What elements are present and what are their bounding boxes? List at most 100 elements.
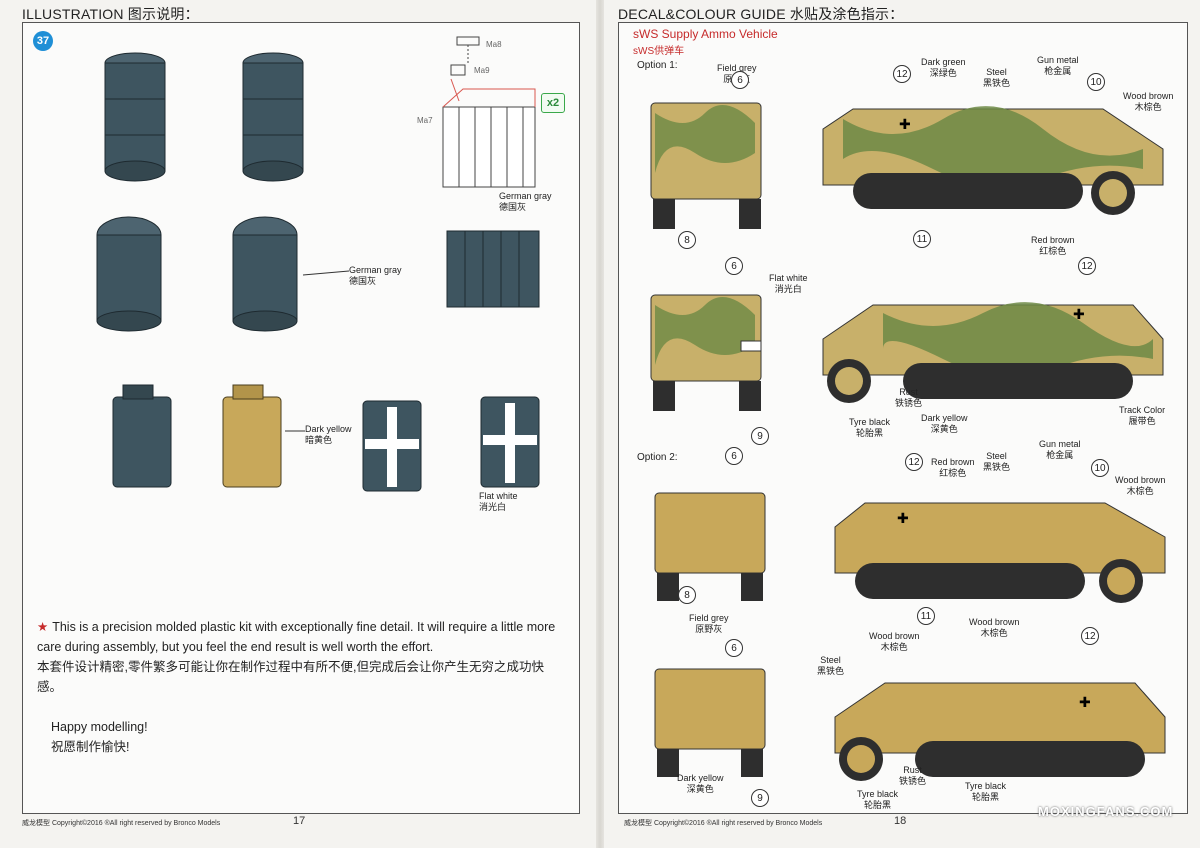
jerrycan-cross-illustration	[362, 400, 422, 492]
callout-flat-white: Flat white 消光白	[479, 491, 518, 513]
label-field-grey-2: Field grey 原野灰	[689, 613, 729, 635]
label-wood-brown-3: Wood brown 木棕色	[869, 631, 919, 653]
color-zh: 木棕色	[980, 628, 1008, 638]
jerrycan-illustration	[112, 384, 172, 488]
callout-en: Flat white	[479, 491, 518, 501]
vehicle-rear-view-yellow	[654, 668, 766, 777]
color-zh: 铁锈色	[899, 776, 927, 786]
part-label-ma7: Ma7	[417, 116, 433, 125]
label-tyre-black-2: Tyre black 轮胎黑	[857, 789, 898, 811]
color-zh: 枪金属	[1044, 66, 1072, 76]
oil-drum-illustration	[104, 52, 166, 182]
label-rust-1: Rust 铁锈色	[895, 387, 922, 409]
decal-10: 10	[1087, 73, 1105, 91]
happy-modelling: Happy modelling! 祝愿制作愉快!	[51, 717, 148, 757]
color-zh: 轮胎黑	[972, 792, 1000, 802]
color-zh: 深黄色	[686, 784, 714, 794]
color-zh: 轮胎黑	[864, 800, 892, 810]
page-number: 17	[293, 815, 306, 827]
color-zh: 履带色	[1128, 416, 1156, 426]
leader-line	[302, 270, 350, 276]
label-tyre-black-3: Tyre black 轮胎黑	[965, 781, 1006, 803]
svg-text:✚: ✚	[1073, 307, 1085, 323]
color-en: Red brown	[931, 457, 975, 467]
label-wood-brown-1: Wood brown 木棕色	[1123, 91, 1173, 113]
jerrycan-rack-illustration	[442, 36, 536, 188]
vehicle-front-view-yellow	[654, 492, 766, 601]
label-dark-yellow-2: Dark yellow 深黄色	[677, 773, 724, 795]
svg-text:✚: ✚	[899, 117, 911, 133]
decal-12-opt2: 12	[905, 453, 923, 471]
color-zh: 红棕色	[939, 468, 967, 478]
color-en: Dark yellow	[921, 413, 968, 423]
color-zh: 木棕色	[1126, 486, 1154, 496]
vehicle-side-view-camo-left: ✚	[822, 302, 1164, 403]
label-wood-brown-4: Wood brown 木棕色	[969, 617, 1019, 639]
color-en: Steel	[820, 655, 841, 665]
note-en: This is a precision molded plastic kit w…	[37, 620, 556, 654]
leader-line	[285, 430, 305, 432]
label-gun-metal-2: Gun metal 枪金属	[1039, 439, 1081, 461]
decal-12-opt2-b: 12	[1081, 627, 1099, 645]
decal-6-opt2: 6	[725, 447, 743, 465]
color-en: Steel	[986, 451, 1007, 461]
vehicle-side-view-yellow-left: ✚	[834, 682, 1166, 781]
vehicle-title-zh: sWS供弹车	[633, 46, 685, 57]
label-flat-white: Flat white 消光白	[769, 273, 808, 295]
decal-11: 11	[913, 230, 931, 248]
color-en: Steel	[986, 67, 1007, 77]
color-zh: 黑铁色	[817, 666, 845, 676]
jerrycan-illustration	[222, 384, 282, 488]
footer-brand: 威龙模型 Copyright©2016 ®All right reserved …	[624, 820, 823, 827]
right-page: DECAL&COLOUR GUIDE 水贴及涂色指示： sWS Supply A…	[604, 0, 1200, 848]
color-en: Gun metal	[1039, 439, 1081, 449]
callout-en: Dark yellow	[305, 424, 352, 434]
page-gutter	[596, 0, 604, 848]
decal-6-opt2-rear: 6	[725, 639, 743, 657]
quantity-multiplier: x2	[541, 93, 565, 113]
decal-8: 8	[678, 231, 696, 249]
color-zh: 深黄色	[930, 424, 958, 434]
color-en: Red brown	[1031, 235, 1075, 245]
vehicle-side-view-camo: ✚	[822, 106, 1164, 215]
label-gun-metal-1: Gun metal 枪金属	[1037, 55, 1079, 77]
label-steel-2: Steel 黑铁色	[983, 451, 1010, 473]
label-tyre-black-1: Tyre black 轮胎黑	[849, 417, 890, 439]
vehicle-side-view-yellow: ✚	[834, 502, 1166, 603]
callout-zh: 德国灰	[349, 276, 377, 286]
color-en: Flat white	[769, 273, 808, 283]
oil-drum-top-illustration	[232, 216, 298, 332]
color-zh: 铁锈色	[895, 398, 923, 408]
color-zh: 红棕色	[1039, 246, 1067, 256]
happy-en: Happy modelling!	[51, 720, 148, 734]
step-badge: 37	[33, 31, 53, 51]
vehicle-title-en: sWS Supply Ammo Vehicle	[633, 27, 778, 41]
callout-german-gray-2: German gray 德国灰	[349, 265, 402, 287]
decal-12: 12	[893, 65, 911, 83]
color-en: Tyre black	[849, 417, 891, 427]
part-label-ma8: Ma8	[486, 40, 502, 49]
decal-9: 9	[751, 427, 769, 445]
decal-9-opt2: 9	[751, 789, 769, 807]
color-zh: 黑铁色	[983, 78, 1011, 88]
decal-12-b: 12	[1078, 257, 1096, 275]
decal-10-opt2: 10	[1091, 459, 1109, 477]
color-zh: 原野灰	[695, 624, 723, 634]
decal-8-opt2: 8	[678, 586, 696, 604]
part-label-ma9: Ma9	[474, 66, 490, 75]
label-dark-yellow-1: Dark yellow 深黄色	[921, 413, 968, 435]
callout-en: German gray	[349, 265, 402, 275]
colour-guide-frame: sWS Supply Ammo Vehicle sWS供弹车 Option 1:…	[618, 22, 1188, 814]
oil-drum-illustration	[242, 52, 304, 182]
label-steel-3: Steel 黑铁色	[817, 655, 844, 677]
page-header: DECAL&COLOUR GUIDE 水贴及涂色指示：	[618, 6, 904, 22]
kit-note: ★This is a precision molded plastic kit …	[37, 617, 557, 697]
label-dark-green: Dark green 深绿色	[921, 57, 966, 79]
color-en: Wood brown	[969, 617, 1020, 627]
jerrycan-cross-illustration	[480, 396, 540, 488]
color-zh: 木棕色	[1134, 102, 1162, 112]
left-page: ILLUSTRATION 图示说明： 37	[0, 0, 596, 848]
label-red-brown-2: Red brown 红棕色	[931, 457, 975, 479]
callout-zh: 暗黄色	[305, 435, 333, 445]
footer-brand: 威龙模型 Copyright©2016 ®All right reserved …	[22, 820, 221, 827]
